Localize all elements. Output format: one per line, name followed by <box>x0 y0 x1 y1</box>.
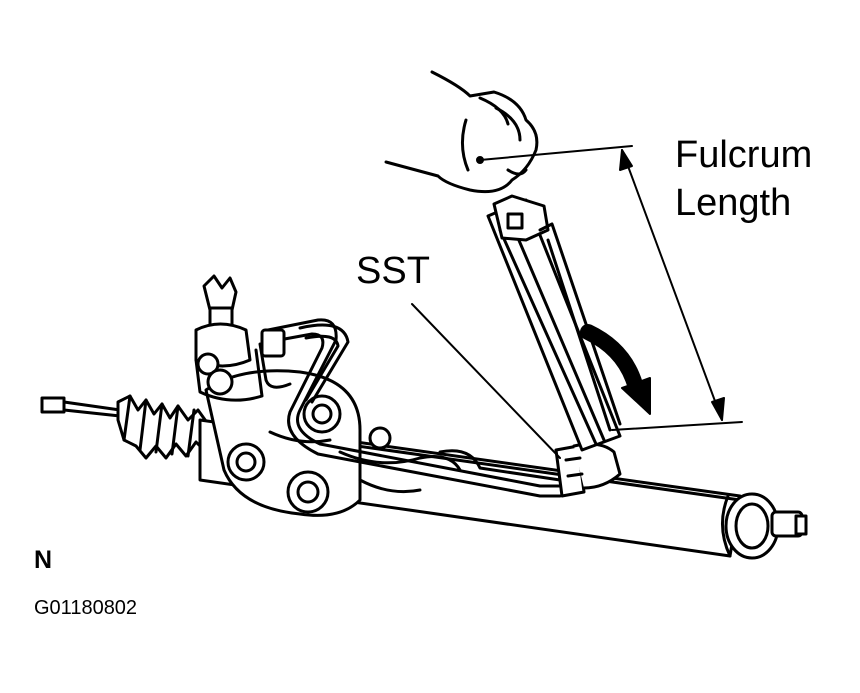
hydraulic-lines <box>258 318 562 498</box>
sst-leader-line <box>411 303 561 459</box>
sst-tool <box>554 442 622 498</box>
fulcrum-dimension <box>476 145 743 431</box>
rack-boot <box>116 394 210 460</box>
hand-illustration <box>384 70 539 194</box>
pinion-shaft <box>194 274 264 402</box>
tie-rod <box>40 396 122 418</box>
torque-wrench <box>486 194 622 452</box>
figure-code: G01180802 <box>34 597 138 619</box>
fulcrum-label-line2: Length <box>675 182 792 224</box>
fulcrum-label-line1: Fulcrum <box>675 134 813 176</box>
view-letter: N <box>34 546 53 574</box>
steering-gear-body <box>204 369 462 517</box>
sst-label: SST <box>356 250 430 292</box>
curved-arrow-icon <box>580 324 651 415</box>
